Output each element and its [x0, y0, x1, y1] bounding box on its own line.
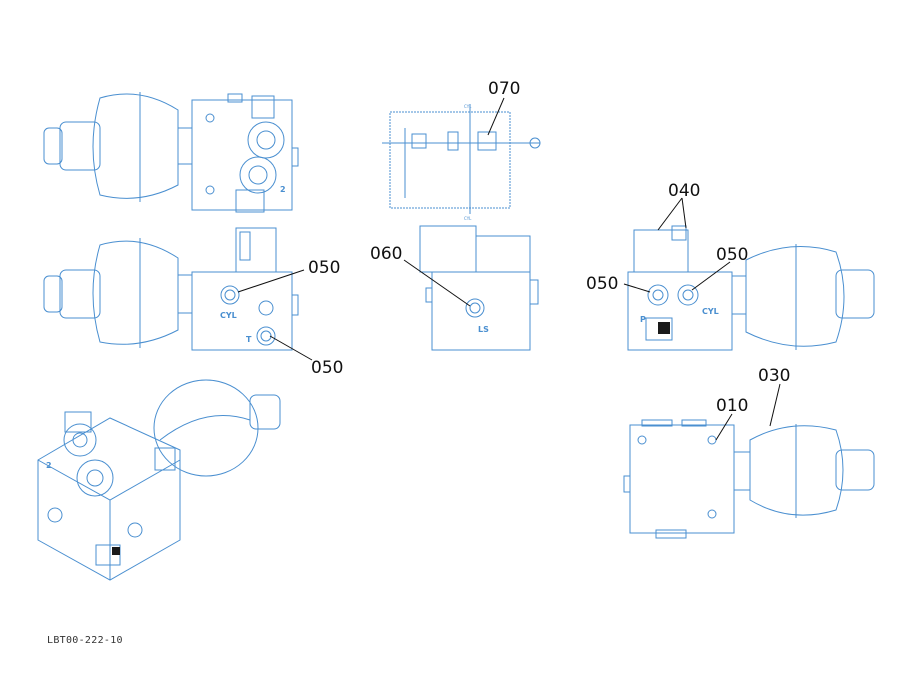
callout-060: 060	[370, 244, 402, 264]
document-number: LBT00-222-10	[47, 635, 123, 646]
front-port-cyl: CYL	[220, 311, 237, 320]
right-port-cyl: CYL	[702, 307, 719, 316]
callout-070: 070	[488, 79, 520, 99]
side-view: LS	[419, 225, 539, 351]
hydraulic-schematic: CYL CYL	[382, 104, 541, 221]
right-port-p: P	[640, 315, 646, 324]
isometric-view: 2	[37, 379, 281, 581]
front-view: CYL T	[43, 227, 299, 351]
callout-050-right-right: 050	[716, 245, 748, 265]
bottom-right-view	[623, 419, 875, 539]
side-port-ls: LS	[478, 325, 489, 334]
front-port-t: T	[246, 335, 252, 344]
callout-010: 010	[716, 396, 748, 416]
iso-port-2: 2	[46, 461, 52, 470]
callout-050-right-left: 050	[586, 274, 618, 294]
callout-050-front-top: 050	[308, 258, 340, 278]
leader-lines	[237, 97, 781, 441]
callout-030: 030	[758, 366, 790, 386]
schematic-cyl-top: CYL	[464, 104, 472, 109]
callout-050-front-bottom: 050	[311, 358, 343, 378]
top-view: 2	[43, 92, 299, 213]
right-front-view: P CYL	[627, 225, 875, 351]
callout-040: 040	[668, 181, 700, 201]
schematic-cyl-bottom: CYL	[464, 216, 472, 221]
top-view-port-2: 2	[280, 185, 286, 194]
